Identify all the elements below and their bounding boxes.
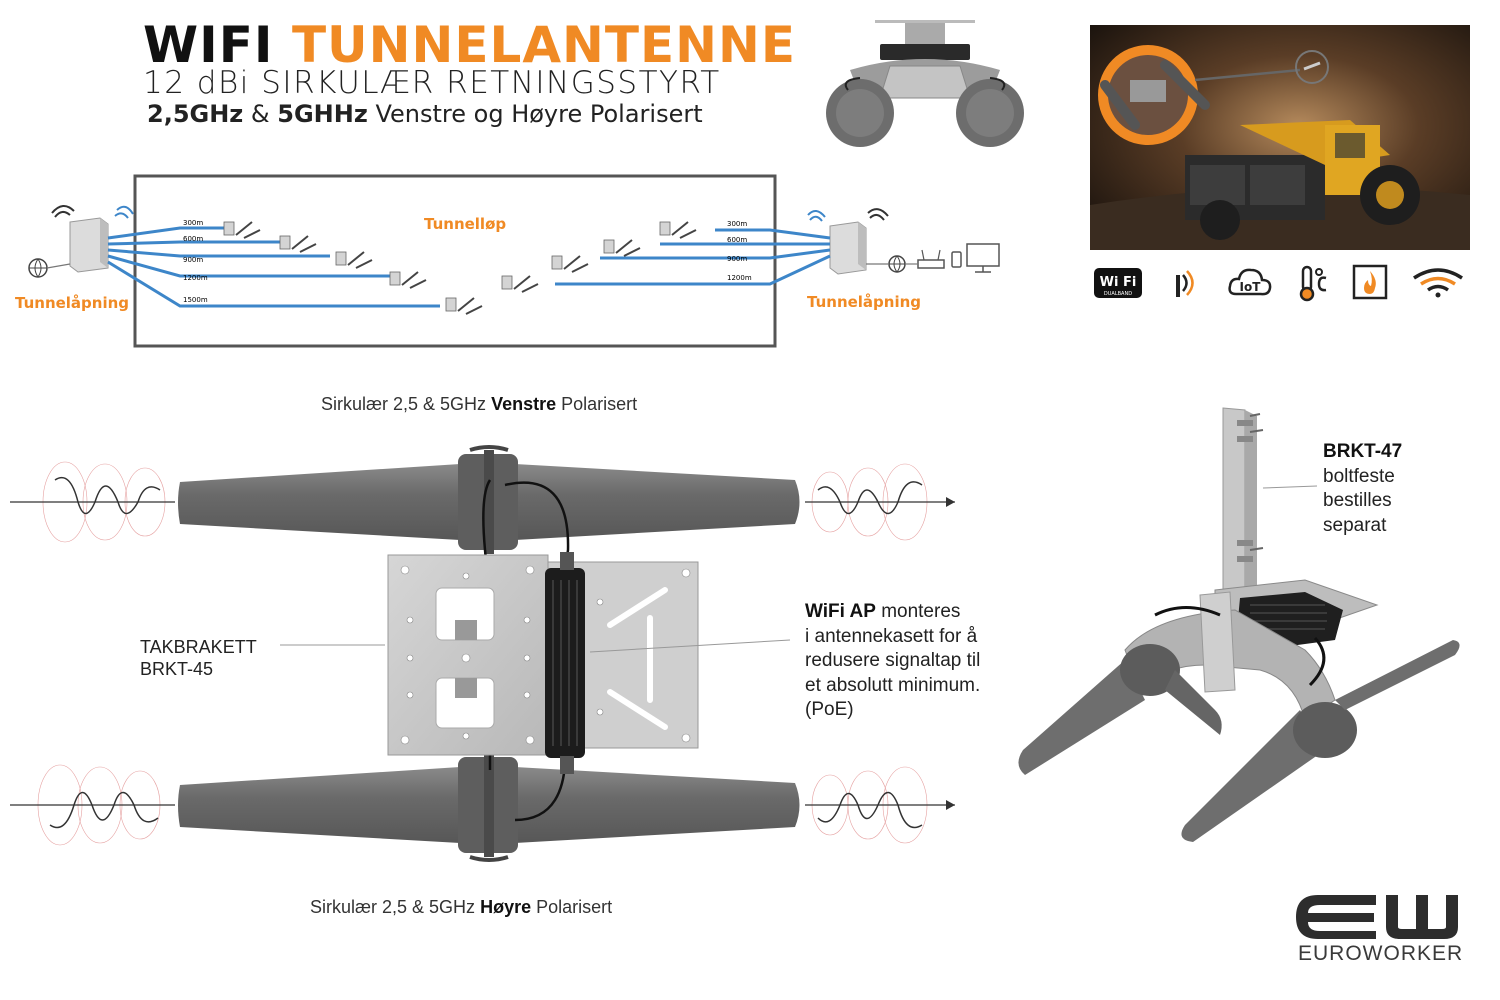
- ap-note-line2: i antennekasett for å: [805, 625, 978, 647]
- right-links: [555, 228, 831, 286]
- leader-line-brkt47: [1262, 485, 1318, 489]
- wifi-badge-subtext: DUALBAND: [1104, 291, 1132, 297]
- caption-top-bold: Venstre: [491, 394, 557, 414]
- brkt47-line1: boltfeste: [1323, 465, 1395, 487]
- ap-note-line5: (PoE): [805, 699, 854, 720]
- band-2-5ghz: 2,5GHz: [147, 100, 244, 128]
- left-access-point: [51, 205, 134, 273]
- feature-icon-row: Wi Fi DUALBAND IoT: [1090, 262, 1470, 302]
- ceiling-bracket-plate: [387, 554, 549, 756]
- fire-icon: [1352, 264, 1388, 300]
- brkt47-mounted-antenna-image: [1018, 407, 1460, 842]
- left-distance-3: 900m: [183, 256, 203, 264]
- title-word-tunnelantenne: TUNNELANTENNE: [291, 16, 797, 74]
- caption-top-pre: Sirkulær 2,5 & 5GHz: [321, 394, 487, 414]
- left-distance-1: 300m: [183, 219, 203, 227]
- page-title: WIFI TUNNELANTENNE: [143, 18, 796, 72]
- bracket-label-line1: TAKBRAKETT: [140, 637, 257, 657]
- euroworker-logo-mark: [1296, 895, 1458, 939]
- left-links: [107, 226, 440, 308]
- left-distance-5: 1500m: [183, 296, 208, 304]
- caption-bottom-bold: Høyre: [480, 897, 532, 917]
- left-opening-label: Tunnelåpning: [15, 294, 130, 312]
- band-amp: &: [250, 100, 270, 128]
- brkt47-right-antenna: [1181, 640, 1460, 842]
- caption-bottom-post: Polarisert: [536, 897, 613, 917]
- ap-note-line4: et absolutt minimum.: [805, 674, 981, 696]
- band-line: 2,5GHz & 5GHHz Venstre og Høyre Polarise…: [147, 100, 703, 128]
- left-distance-2: 600m: [183, 235, 203, 243]
- bottom-antenna: [178, 753, 800, 862]
- polarization-helix-top-left-core: [54, 476, 161, 515]
- caption-right-polarized: Sirkulær 2,5 & 5GHz Høyre Polarisert: [310, 897, 612, 918]
- left-distance-4: 1200m: [183, 274, 208, 282]
- caption-bottom-pre: Sirkulær 2,5 & 5GHz: [310, 897, 476, 917]
- right-distance-4: 1200m: [727, 274, 752, 282]
- top-antenna: [178, 445, 800, 554]
- wifi-dualband-icon: Wi Fi DUALBAND: [1094, 268, 1142, 298]
- brkt47-line3: separat: [1323, 514, 1387, 536]
- left-globe-icon: [28, 258, 71, 278]
- right-distance-2: 600m: [727, 236, 747, 244]
- iot-cloud-icon: IoT: [1228, 268, 1272, 296]
- ap-note-bold: WiFi AP: [805, 601, 876, 622]
- right-opening-label: Tunnelåpning: [807, 293, 922, 311]
- wifi-ap-note: WiFi AP monteres i antennekasett for å r…: [805, 600, 980, 723]
- ceiling-bracket-label: TAKBRAKETT BRKT-45: [140, 636, 257, 680]
- brkt47-title: BRKT-47: [1323, 441, 1403, 462]
- ap-note-line3: redusere signaltap til: [805, 650, 981, 671]
- band-5ghz: 5GHHz: [277, 100, 368, 128]
- right-distance-1: 300m: [727, 220, 747, 228]
- tunnel-diagram: 300m 600m 900m 1200m 1500m 300m 600m 900…: [28, 174, 1000, 348]
- leader-line-ap: [589, 639, 791, 653]
- caption-top-post: Polarisert: [561, 394, 638, 414]
- euroworker-logo-text: EUROWORKER: [1298, 942, 1464, 965]
- caption-left-polarized: Sirkulær 2,5 & 5GHz Venstre Polarisert: [321, 394, 637, 415]
- mine-tunnel-photo: [1090, 25, 1470, 250]
- page-subtitle: 12 dBi SIRKULÆR RETNINGSSTYRT: [143, 65, 721, 101]
- brkt47-left-antenna: [1018, 644, 1222, 775]
- temperature-icon: [1299, 265, 1327, 302]
- right-network-devices: [866, 243, 1000, 273]
- bracket-label-line2: BRKT-45: [140, 659, 214, 679]
- antenna-assembly-illustration: [10, 445, 955, 862]
- iot-label: IoT: [1240, 280, 1262, 294]
- tunnel-run-label: Tunnelløp: [424, 215, 507, 233]
- brkt47-note: BRKT-47 boltfeste bestilles separat: [1323, 440, 1402, 538]
- right-access-point: [807, 208, 889, 275]
- brkt47-line2: bestilles: [1323, 490, 1392, 511]
- ap-note-line1-rest: monteres: [881, 601, 961, 622]
- signal-icon: [1176, 270, 1194, 297]
- wifi-signal-icon: [1413, 268, 1463, 298]
- ap-note-line1: WiFi AP monteres: [805, 600, 980, 625]
- right-distance-3: 900m: [727, 255, 747, 263]
- tunnel-repeaters: [223, 221, 697, 315]
- product-thumbnail-image: [826, 20, 1024, 147]
- wifi-ap-device: [545, 552, 585, 774]
- wifi-badge-text: Wi Fi: [1100, 275, 1137, 290]
- title-word-wifi: WIFI: [143, 16, 274, 74]
- polarization-text: Venstre og Høyre Polarisert: [375, 100, 703, 128]
